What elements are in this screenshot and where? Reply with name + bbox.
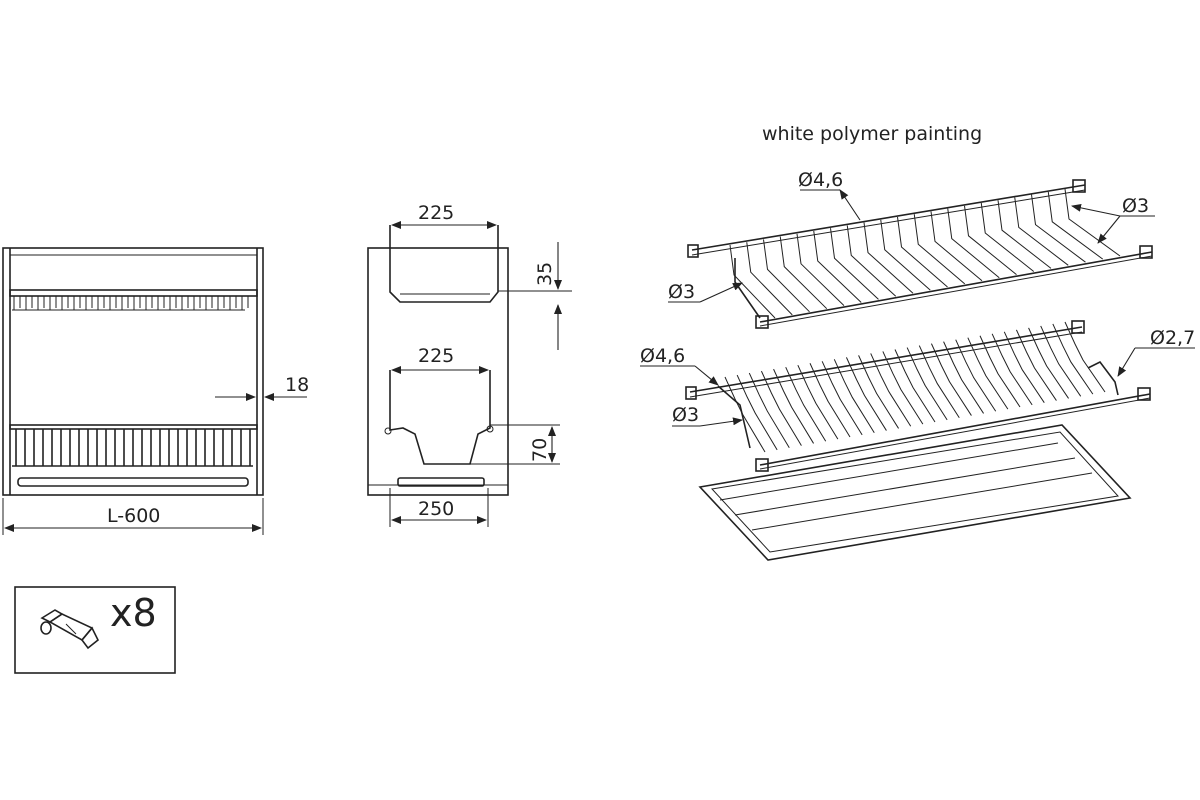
drip-tray-front [17, 477, 249, 487]
rack-wire [773, 368, 814, 444]
rack-wire [746, 242, 793, 316]
rack-wire [991, 333, 1033, 406]
top-height-label: 35 [534, 262, 556, 286]
fastener-count: x8 [110, 591, 157, 635]
rack-wire [785, 366, 827, 442]
rack-wire [906, 347, 948, 421]
rack-wire [967, 337, 1009, 410]
rack-wire [809, 363, 851, 438]
rack-wire [1047, 191, 1104, 260]
rack-wire [913, 214, 966, 285]
lower-wire-diameter-left: Ø3 [672, 404, 699, 426]
rack-wire [1015, 329, 1057, 401]
lower-rod-diameter: Ø4,6 [640, 345, 685, 367]
rack-wire [880, 219, 931, 291]
top-width-label: 225 [418, 202, 454, 224]
top-rack-profile [389, 225, 499, 303]
rack-wire [882, 351, 924, 425]
rack-wire [736, 374, 778, 451]
rod-end-cap [755, 458, 769, 472]
rack-wire [897, 216, 948, 288]
rack-wire [1052, 323, 1094, 395]
fastener-icon [40, 609, 100, 650]
lower-rack-wires [15, 429, 251, 466]
rack-wire [858, 355, 899, 429]
rod-end-cap [1071, 320, 1085, 334]
rod-end-cap [1137, 387, 1151, 401]
lower-rack [685, 320, 1151, 472]
rod-end-cap [755, 315, 769, 329]
rack-wire [980, 202, 1035, 272]
rack-wire [863, 222, 914, 294]
rack-wire [979, 335, 1021, 408]
rack-wire [748, 372, 790, 448]
drip-tray [698, 424, 1132, 561]
rack-wire [955, 339, 997, 412]
bottom-width-label: 225 [418, 345, 454, 367]
rack-wire [813, 230, 862, 303]
rack-wire [821, 361, 863, 436]
rack-wire [947, 208, 1000, 279]
rack-wire [724, 376, 766, 453]
upper-rack [687, 179, 1153, 329]
rack-wire [1064, 321, 1106, 393]
rack-wire [729, 244, 776, 319]
drip-tray-side [397, 477, 485, 487]
rack-wire [796, 233, 845, 306]
rack-wire [830, 228, 879, 300]
rack-wire [1003, 331, 1045, 403]
cabinet-side-outline [367, 247, 509, 496]
rack-wire [1031, 194, 1086, 263]
tray-width-label: 250 [418, 498, 454, 520]
front-view: 18 L-600 [2, 247, 309, 535]
rack-wire [1040, 325, 1082, 397]
fastener-box: x8 [14, 586, 176, 674]
fastener-box-border [14, 586, 176, 674]
rack-wire [894, 349, 936, 423]
side-view: 225 35 225 70 250 [367, 202, 572, 527]
bottom-rack-profile [389, 370, 491, 465]
cabinet-outline [2, 247, 264, 496]
lower-rack-rail [9, 424, 258, 430]
rod-end-cap [687, 244, 699, 258]
upper-wire-diameter-right: Ø3 [1122, 195, 1149, 217]
finish-heading: white polymer painting [762, 123, 982, 145]
rod-end-cap [685, 386, 697, 400]
rack-wire [1064, 188, 1121, 257]
rack-wire [797, 365, 839, 440]
rack-wire [997, 200, 1052, 269]
lower-wire-diameter-right: Ø2,7 [1150, 327, 1195, 349]
rack-wire [845, 357, 887, 431]
rack-wire [943, 341, 984, 414]
rack-wire [763, 239, 810, 313]
rack-wire [833, 359, 875, 433]
upper-wire-diameter-left: Ø3 [668, 281, 695, 303]
rod-end-cap [1139, 245, 1153, 259]
upper-rack-rail [9, 289, 258, 297]
rod-end-cap [1072, 179, 1086, 193]
rack-wire [930, 343, 972, 416]
rack-wire [1014, 197, 1069, 266]
exploded-view: Ø4,6 Ø3 Ø3 Ø4,6 Ø2,7 Ø3 [640, 169, 1195, 561]
rack-wire [930, 211, 983, 282]
upper-rod-diameter: Ø4,6 [798, 169, 843, 191]
bottom-height-label: 70 [529, 438, 551, 462]
rack-wire [760, 370, 802, 446]
rack-wire [1028, 327, 1069, 399]
side-thickness-label: 18 [285, 374, 309, 396]
upper-rack-wires [13, 296, 249, 310]
rack-wire [846, 225, 897, 297]
rack-wire [870, 353, 912, 427]
width-label: L-600 [107, 505, 160, 527]
rack-wire [918, 345, 960, 418]
rack-wire [779, 236, 828, 310]
rack-wire [964, 205, 1017, 275]
